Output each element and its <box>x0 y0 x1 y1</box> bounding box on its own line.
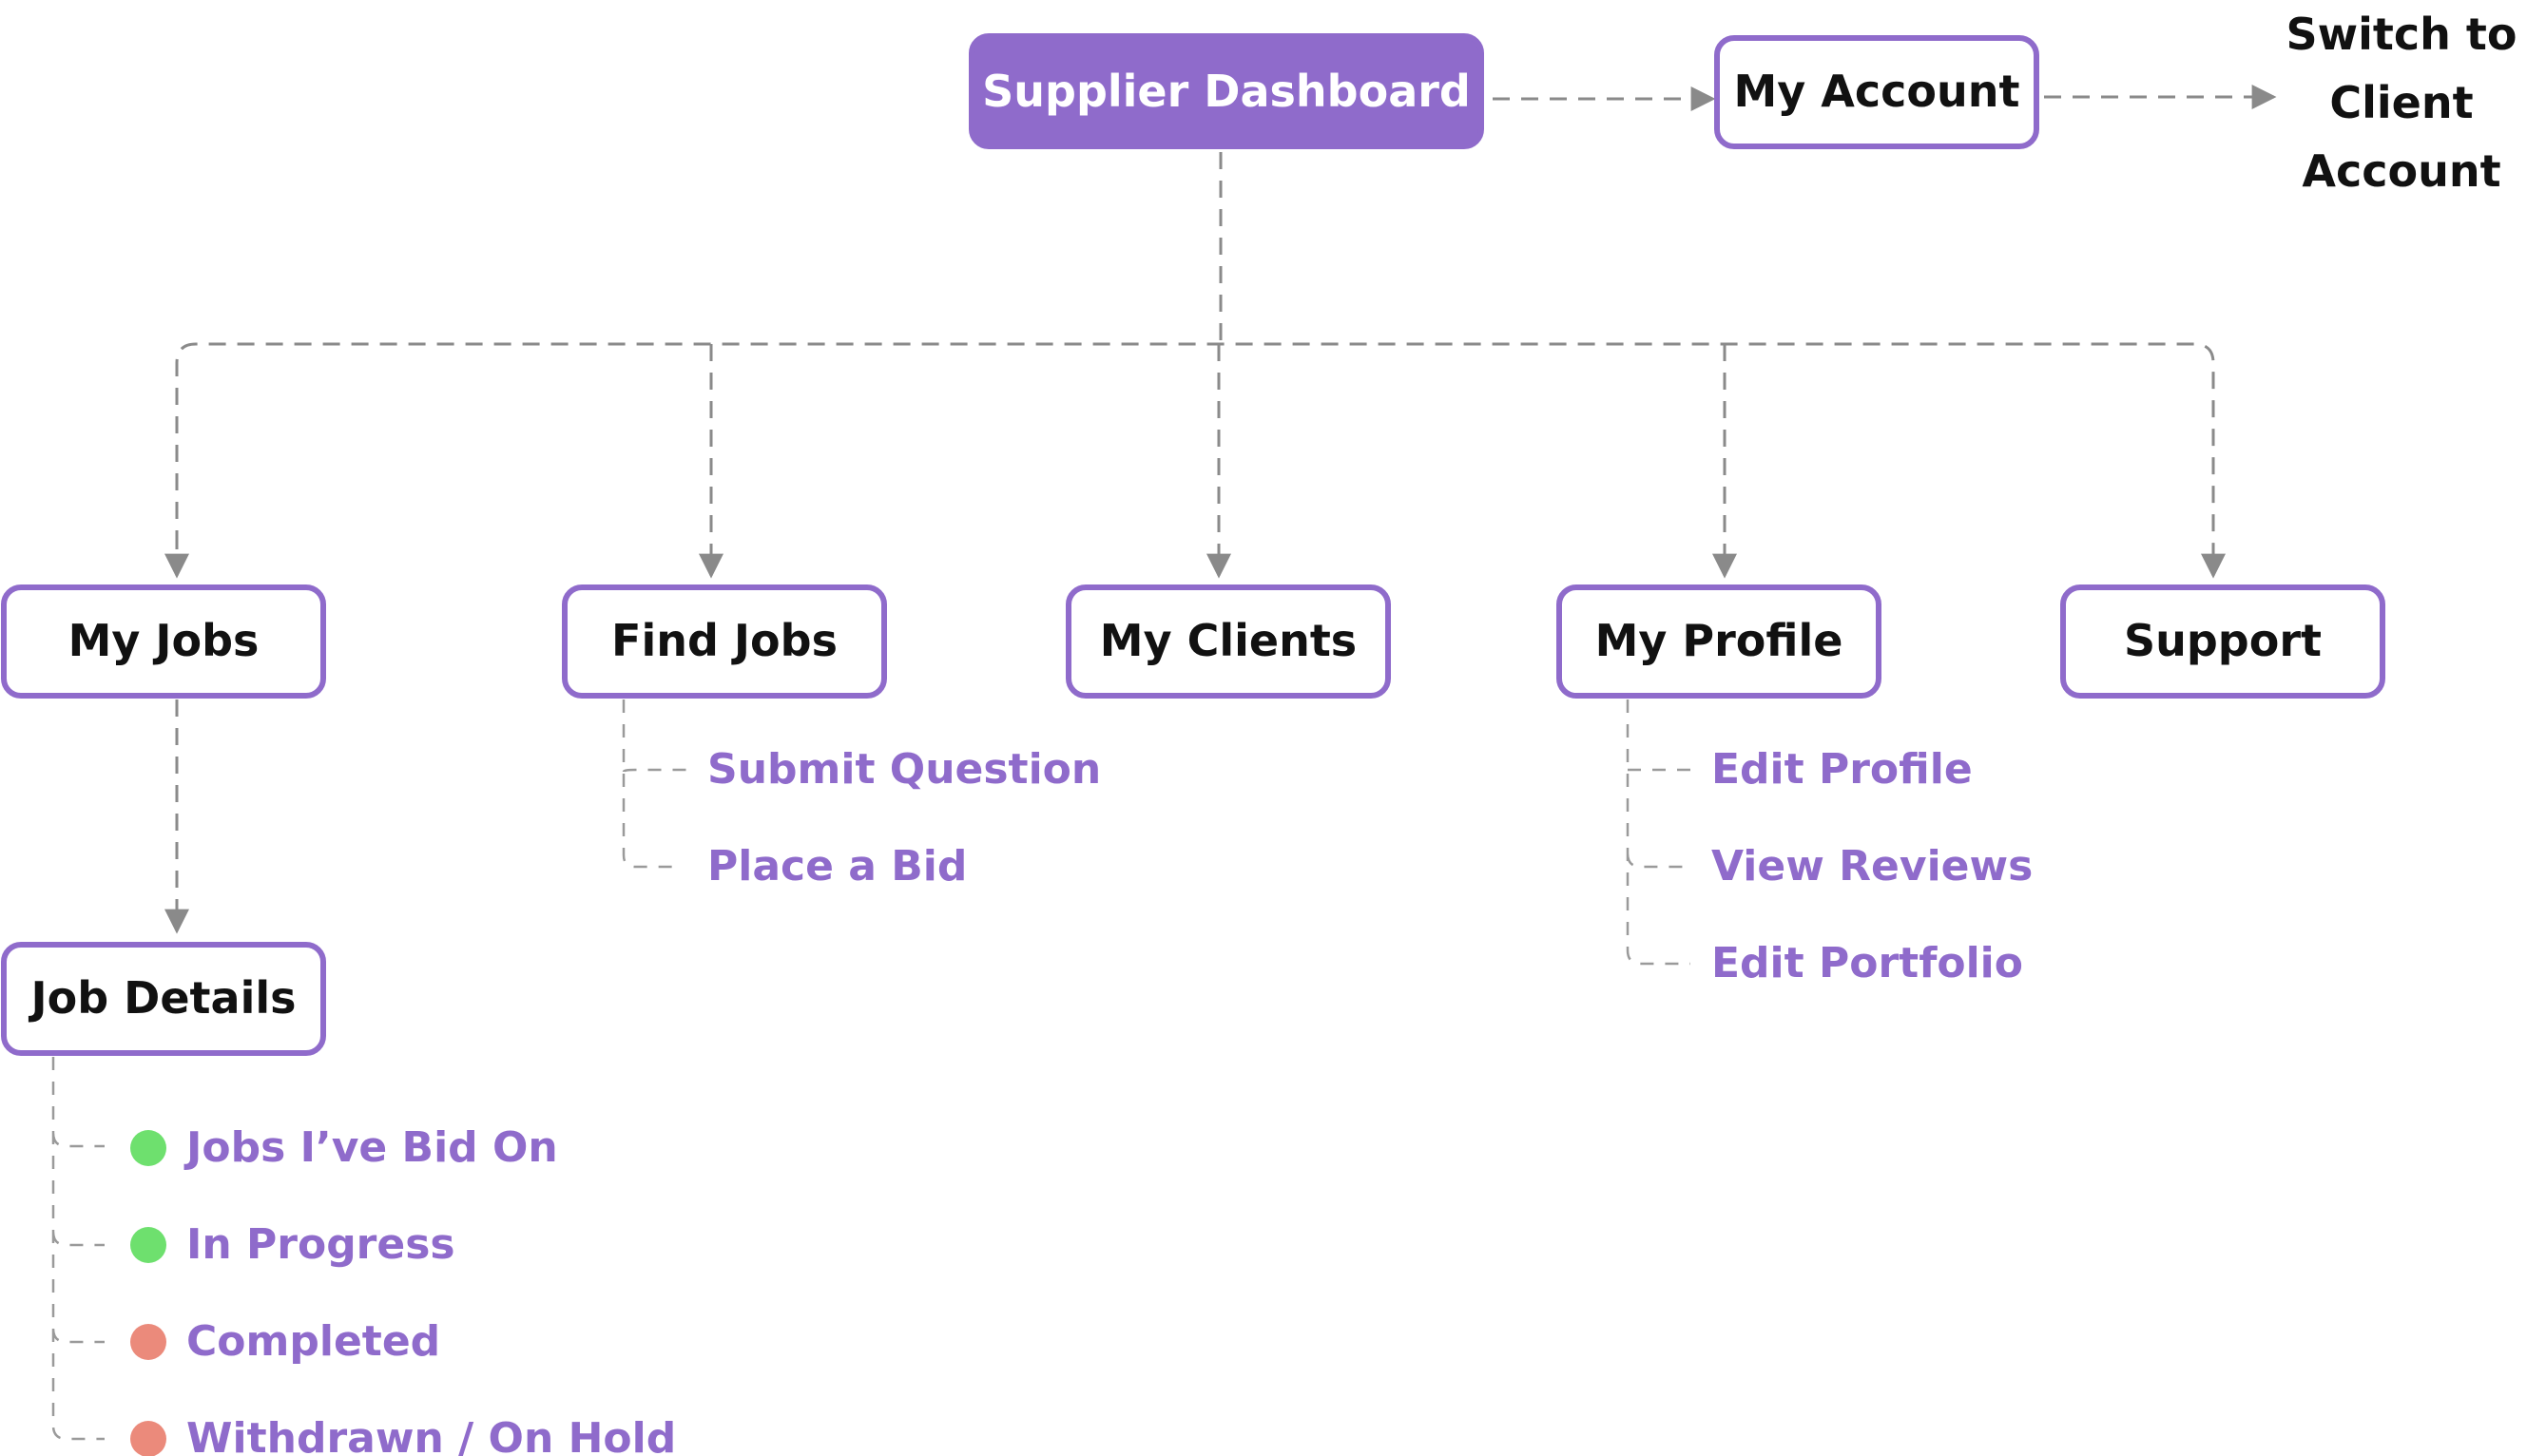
status-dot-icon <box>130 1130 166 1166</box>
node-supplier-dashboard[interactable]: Supplier Dashboard <box>969 33 1484 149</box>
status-dot-icon <box>130 1324 166 1360</box>
leader-find-jobs <box>622 699 692 869</box>
node-my-clients-label: My Clients <box>1100 615 1357 666</box>
edge-bus <box>175 342 2226 579</box>
leader-my-profile <box>1626 699 1692 966</box>
node-my-profile-label: My Profile <box>1595 615 1843 666</box>
switch-account-line-3: Account <box>2302 145 2500 197</box>
job-details-item[interactable]: Withdrawn / On Hold <box>130 1414 676 1456</box>
my-profile-item-view-reviews[interactable]: View Reviews <box>1711 842 2033 891</box>
job-details-item[interactable]: Jobs I’ve Bid On <box>130 1123 558 1172</box>
node-supplier-dashboard-label: Supplier Dashboard <box>982 66 1471 117</box>
job-details-item[interactable]: Completed <box>130 1317 440 1366</box>
node-my-profile[interactable]: My Profile <box>1556 584 1881 699</box>
node-job-details[interactable]: Job Details <box>1 942 326 1056</box>
job-details-item-label: In Progress <box>186 1220 455 1269</box>
my-profile-item-edit-profile[interactable]: Edit Profile <box>1711 745 1973 794</box>
node-my-account[interactable]: My Account <box>1714 35 2039 149</box>
find-jobs-item-place-bid[interactable]: Place a Bid <box>707 842 967 891</box>
connectors <box>51 85 2277 1441</box>
find-jobs-item-submit-question[interactable]: Submit Question <box>707 745 1101 794</box>
node-my-clients[interactable]: My Clients <box>1066 584 1391 699</box>
job-details-item-label: Jobs I’ve Bid On <box>183 1123 558 1172</box>
status-dot-icon <box>130 1421 166 1456</box>
switch-account-line-1: Switch to <box>2286 9 2517 60</box>
node-job-details-label: Job Details <box>29 972 297 1024</box>
job-details-item[interactable]: In Progress <box>130 1220 455 1269</box>
node-find-jobs-label: Find Jobs <box>611 615 838 666</box>
status-dot-icon <box>130 1227 166 1263</box>
node-my-jobs[interactable]: My Jobs <box>1 584 326 699</box>
job-details-item-label: Completed <box>186 1317 440 1366</box>
node-support[interactable]: Support <box>2060 584 2385 699</box>
node-support-label: Support <box>2124 615 2322 666</box>
node-my-jobs-label: My Jobs <box>68 615 260 666</box>
node-find-jobs[interactable]: Find Jobs <box>562 584 887 699</box>
switch-to-client-account[interactable]: Switch to Client Account <box>2286 9 2517 197</box>
job-details-item-label: Withdrawn / On Hold <box>186 1414 676 1456</box>
switch-account-line-2: Client <box>2329 77 2473 128</box>
my-profile-item-edit-portfolio[interactable]: Edit Portfolio <box>1711 939 2023 987</box>
node-my-account-label: My Account <box>1734 66 2020 117</box>
leader-job-details <box>51 1057 105 1441</box>
